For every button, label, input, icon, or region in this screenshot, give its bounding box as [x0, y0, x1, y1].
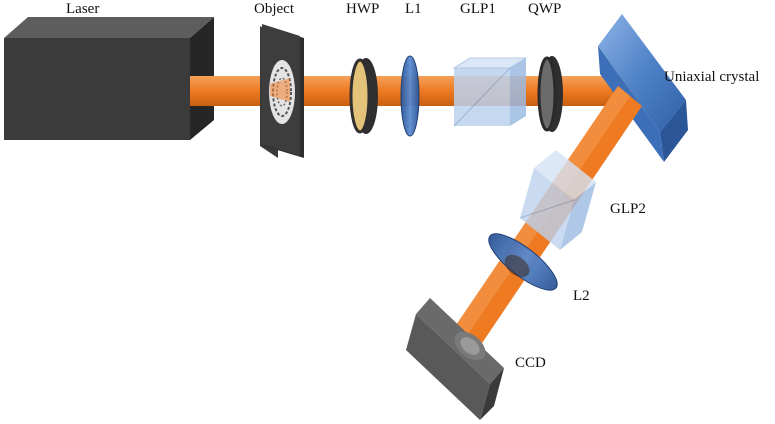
- laser-label: Laser: [66, 1, 100, 17]
- l2-label: L2: [573, 288, 590, 304]
- glp1-label: GLP1: [460, 1, 496, 17]
- hwp-icon: [349, 58, 378, 134]
- ccd-camera-icon: [406, 298, 504, 420]
- glp2-label: GLP2: [610, 201, 646, 217]
- l1-label: L1: [405, 1, 422, 17]
- l2-lens-icon: [488, 233, 558, 291]
- qwp-label: QWP: [528, 1, 562, 17]
- laser-box-icon: [4, 17, 214, 140]
- glp1-prism-icon: [452, 57, 528, 127]
- object-target-icon: [260, 24, 304, 158]
- qwp-icon: [537, 56, 563, 132]
- object-label: Object: [254, 1, 294, 17]
- crystal-label: Uniaxial crystal: [664, 69, 760, 85]
- l1-lens-icon: [400, 55, 420, 137]
- ccd-label: CCD: [515, 355, 546, 371]
- hwp-label: HWP: [346, 1, 380, 17]
- glp2-prism-icon: [519, 150, 596, 250]
